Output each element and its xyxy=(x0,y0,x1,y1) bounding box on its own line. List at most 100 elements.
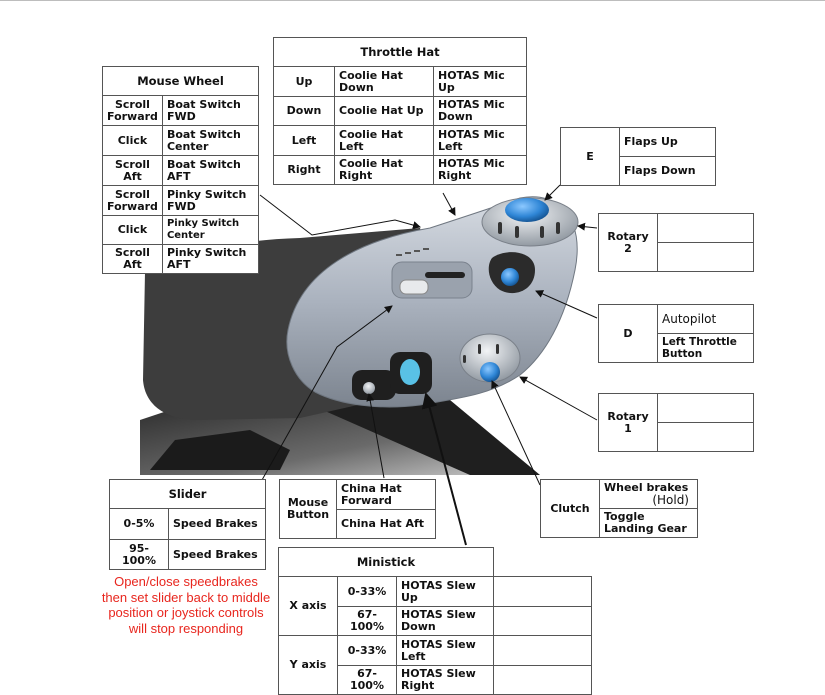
mw-input: Scroll Aft xyxy=(102,155,163,186)
rotary-1-knob xyxy=(459,333,521,383)
d-action: Left Throttle Button xyxy=(657,333,754,363)
slider-table: Slider 0-5% Speed Brakes 95-100% Speed B… xyxy=(109,479,266,570)
rotary-1-table: Rotary 1 xyxy=(598,393,754,452)
clutch-action-line: Landing Gear xyxy=(604,522,687,535)
rotary-2-action xyxy=(657,242,754,272)
ministick-action: HOTAS Slew Left xyxy=(396,635,494,666)
th-direction: Right xyxy=(273,155,335,185)
ministick-table: Ministick X axis 0-33% HOTAS Slew Up 67-… xyxy=(278,547,592,695)
table-row: Scroll Forward Boat Switch FWD xyxy=(102,95,260,126)
th-direction: Down xyxy=(273,96,335,126)
slider-action: Speed Brakes xyxy=(168,508,266,540)
e-action: Flaps Down xyxy=(619,156,716,186)
table-row: Click Boat Switch Center xyxy=(102,125,260,156)
table-row: Down Coolie Hat Up HOTAS Mic Down xyxy=(273,96,527,126)
ministick-extra xyxy=(493,576,592,607)
table-row: 95-100% Speed Brakes xyxy=(109,539,266,570)
th-coolie: Coolie Hat Down xyxy=(334,66,434,97)
mouse-button-action: China Hat Aft xyxy=(336,509,436,539)
rotary-1-label: Rotary 1 xyxy=(598,393,658,452)
rotary-2-action xyxy=(657,213,754,243)
slider-control xyxy=(391,248,473,299)
ministick-range: 67-100% xyxy=(337,606,397,636)
e-action: Flaps Up xyxy=(619,127,716,157)
table-row: Click Pinky Switch Center xyxy=(102,215,260,245)
th-direction: Up xyxy=(273,66,335,97)
mouse-button-table: Mouse Button China Hat Forward China Hat… xyxy=(279,479,436,539)
top-divider xyxy=(0,0,825,1)
mw-action: Pinky Switch Center xyxy=(161,215,260,245)
mw-action: Pinky Switch AFT xyxy=(161,244,260,274)
slider-warning-note: Open/close speedbrakes then set slider b… xyxy=(101,574,271,636)
rotary-2-table: Rotary 2 xyxy=(598,213,754,272)
clutch-action-line: Toggle xyxy=(604,510,645,523)
ministick-action: HOTAS Slew Right xyxy=(396,665,494,695)
table-row: 67-100% HOTAS Slew Down xyxy=(279,606,592,636)
throttle-hat-title: Throttle Hat xyxy=(273,37,527,67)
rotary-1-action xyxy=(657,393,754,423)
ministick-range: 0-33% xyxy=(337,576,397,607)
clutch-action: Toggle Landing Gear xyxy=(599,508,698,538)
mouse-button-action: China Hat Forward xyxy=(336,479,436,510)
th-coolie: Coolie Hat Up xyxy=(334,96,434,126)
ministick-range: 67-100% xyxy=(337,665,397,695)
mw-input: Click xyxy=(102,215,163,245)
table-row: Up Coolie Hat Down HOTAS Mic Up xyxy=(273,66,527,97)
clutch-table: Clutch Wheel brakes (Hold) Toggle Landin… xyxy=(540,479,698,538)
table-row: 67-100% HOTAS Slew Right xyxy=(279,665,592,695)
rotary-2-label: Rotary 2 xyxy=(598,213,658,272)
mw-input: Scroll Forward xyxy=(102,95,163,126)
mw-action: Boat Switch AFT xyxy=(161,155,260,186)
d-button-table: D Autopilot Left Throttle Button xyxy=(598,304,754,363)
throttle-hat-table: Throttle Hat Up Coolie Hat Down HOTAS Mi… xyxy=(273,37,527,185)
th-direction: Left xyxy=(273,125,335,156)
table-row: Y axis 0-33% HOTAS Slew Left xyxy=(278,635,592,695)
table-row: Scroll Forward Pinky Switch FWD xyxy=(102,185,260,216)
d-action: Autopilot xyxy=(657,304,754,334)
table-row: Right Coolie Hat Right HOTAS Mic Right xyxy=(273,155,527,185)
ministick-title: Ministick xyxy=(278,547,494,577)
th-mic: HOTAS Mic Left xyxy=(433,125,527,156)
th-mic: HOTAS Mic Down xyxy=(433,96,527,126)
ministick-extra xyxy=(493,635,592,666)
ministick-empty xyxy=(493,547,592,577)
ministick-extra xyxy=(493,606,592,636)
clutch-action-line: (Hold) xyxy=(652,493,689,507)
d-button xyxy=(488,252,535,294)
ministick-action: HOTAS Slew Up xyxy=(396,576,494,607)
slider-title: Slider xyxy=(109,479,266,509)
mw-action: Boat Switch Center xyxy=(161,125,260,156)
th-mic: HOTAS Mic Up xyxy=(433,66,527,97)
rotary-2-knob xyxy=(481,197,579,247)
slider-action: Speed Brakes xyxy=(168,539,266,570)
mouse-wheel-table: Mouse Wheel Scroll Forward Boat Switch F… xyxy=(102,66,260,274)
mw-input: Scroll Forward xyxy=(102,185,163,216)
mouse-wheel-title: Mouse Wheel xyxy=(102,66,259,96)
clutch-action: Wheel brakes (Hold) xyxy=(599,479,698,509)
th-coolie: Coolie Hat Left xyxy=(334,125,434,156)
table-row: Scroll Aft Pinky Switch AFT xyxy=(102,244,260,274)
mw-action: Boat Switch FWD xyxy=(161,95,260,126)
ministick xyxy=(352,352,432,400)
mw-input: Click xyxy=(102,125,163,156)
e-button-table: E Flaps Up Flaps Down xyxy=(560,127,716,186)
table-row: Left Coolie Hat Left HOTAS Mic Left xyxy=(273,125,527,156)
ministick-range: 0-33% xyxy=(337,635,397,666)
ministick-axis: Y axis xyxy=(278,635,338,695)
rotary-1-action xyxy=(657,422,754,452)
th-mic: HOTAS Mic Right xyxy=(433,155,527,185)
ministick-axis: X axis xyxy=(278,576,338,636)
table-row: 0-5% Speed Brakes xyxy=(109,508,266,540)
e-label: E xyxy=(560,127,620,186)
ministick-action: HOTAS Slew Down xyxy=(396,606,494,636)
mw-input: Scroll Aft xyxy=(102,244,163,274)
clutch-label: Clutch xyxy=(540,479,600,538)
table-row: X axis 0-33% HOTAS Slew Up xyxy=(278,576,592,636)
slider-range: 95-100% xyxy=(109,539,169,570)
mouse-button-label: Mouse Button xyxy=(279,479,337,539)
ministick-extra xyxy=(493,665,592,695)
slider-range: 0-5% xyxy=(109,508,169,540)
clutch-action-line: Wheel brakes xyxy=(604,481,689,494)
d-label: D xyxy=(598,304,658,363)
